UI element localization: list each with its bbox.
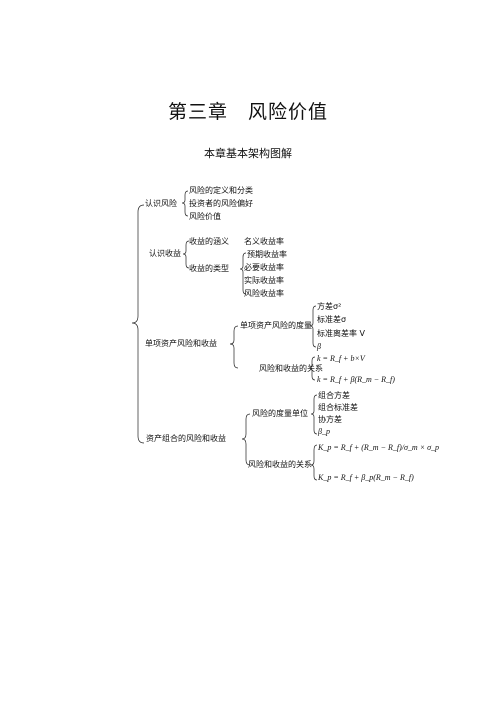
- diagram-subtitle: 本章基本架构图解: [204, 147, 292, 160]
- item-beta: β: [317, 342, 321, 351]
- brace-recognize-return: [182, 240, 190, 269]
- formula-kp-cml: K_p = R_f + (R_m − R_f)/σ_m × σ_p: [318, 443, 440, 452]
- brace-return-types: [239, 252, 247, 295]
- item-cv: 标准离差率 V: [317, 329, 366, 338]
- brace-recognize-risk: [181, 190, 189, 217]
- item-actual-return: 实际收益率: [244, 276, 284, 285]
- brace-single-relation: [308, 356, 316, 381]
- node-portfolio: 资产组合的风险和收益: [146, 434, 226, 443]
- item-expected-return: 预期收益率: [247, 250, 287, 259]
- formula-k-bv: k = R_f + b×V: [317, 354, 365, 363]
- formula-kp-capm: K_p = R_f + β_p(R_m − R_f): [318, 473, 414, 482]
- node-portfolio-measure: 风险的度量单位: [252, 409, 308, 418]
- item-portfolio-std: 组合标准差: [318, 403, 358, 412]
- formula-k-capm: k = R_f + β(R_m − R_f): [317, 375, 395, 384]
- brace-portfolio-measure: [310, 394, 318, 435]
- item-return-types: 收益的类型: [189, 264, 229, 273]
- brace-single-asset: [229, 325, 239, 369]
- item-portfolio-variance: 组合方差: [318, 391, 350, 400]
- item-variance: 方差σ²: [317, 302, 342, 311]
- item-risk-definition: 风险的定义和分类: [189, 186, 253, 195]
- brace-portfolio: [241, 413, 251, 466]
- node-recognize-return: 认识收益: [149, 249, 181, 258]
- item-nominal-return: 名义收益率: [244, 237, 284, 246]
- node-portfolio-relation: 风险和收益的关系: [248, 460, 312, 469]
- node-single-measure: 单项资产风险的度量: [240, 321, 312, 330]
- node-single-relation: 风险和收益的关系: [259, 364, 323, 373]
- item-portfolio-beta: β_p: [318, 427, 330, 436]
- main-brace: [131, 204, 145, 444]
- item-return-meaning: 收益的涵义: [189, 237, 229, 246]
- item-required-return: 必要收益率: [244, 263, 284, 272]
- brace-portfolio-relation: [310, 444, 318, 481]
- item-investor-preference: 投资者的风险偏好: [189, 199, 253, 208]
- item-std-dev: 标准差σ: [317, 315, 347, 324]
- item-risk-value: 风险价值: [189, 212, 221, 221]
- item-risk-return: 风险收益率: [244, 289, 284, 298]
- item-covariance: 协方差: [318, 415, 342, 424]
- node-recognize-risk: 认识风险: [145, 199, 177, 208]
- node-single-asset: 单项资产风险和收益: [145, 339, 217, 348]
- chapter-title: 第三章 风险价值: [167, 101, 328, 123]
- brace-single-measure: [309, 305, 317, 348]
